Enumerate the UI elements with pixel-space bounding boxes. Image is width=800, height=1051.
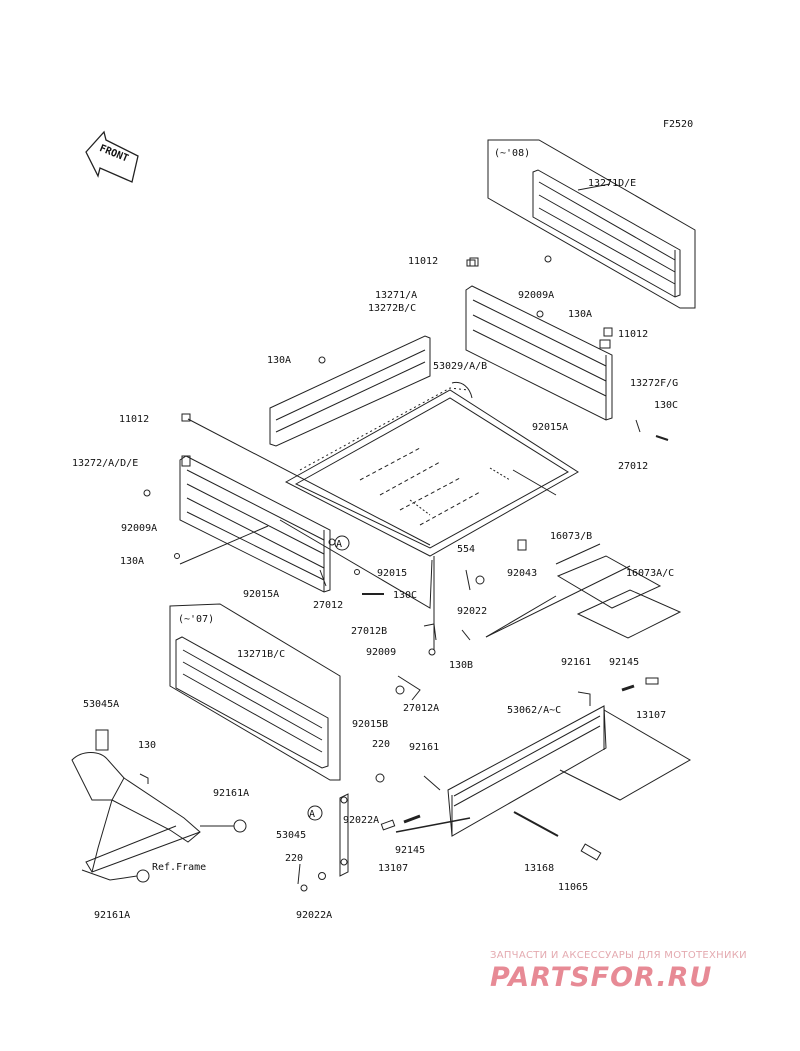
part-label: 11012: [119, 414, 149, 425]
callout-marker-a-lower: [307, 805, 323, 821]
part-label: 27012A: [403, 703, 439, 714]
ref-frame-label: Ref.Frame: [152, 862, 206, 873]
callout-marker-text: A: [309, 809, 315, 820]
callout-marker-text: A: [336, 539, 342, 550]
part-label: 130A: [267, 355, 291, 366]
part-label: 16073A/C: [626, 568, 674, 579]
part-label: 16073/B: [550, 531, 592, 542]
part-label: 13272/A/D/E: [72, 458, 138, 469]
part-label: 11012: [408, 256, 438, 267]
part-label: 13168: [524, 863, 554, 874]
bed-mats-16073: [556, 555, 682, 639]
watermark-tagline: ЗАПЧАСТИ И АКСЕССУАРЫ ДЛЯ МОТОТЕХНИКИ: [490, 950, 747, 961]
part-label: 130C: [393, 590, 417, 601]
part-label: 53029/A/B: [433, 361, 487, 372]
part-label: 130: [138, 740, 156, 751]
part-label: 92009: [366, 647, 396, 658]
part-label: 92161: [409, 742, 439, 753]
part-label: 13107: [378, 863, 408, 874]
part-label: 92022A: [343, 815, 379, 826]
part-label: 11065: [558, 882, 588, 893]
part-label: 92043: [507, 568, 537, 579]
tailgate-13271BC: [175, 636, 329, 769]
part-label: 13271/A: [375, 290, 417, 301]
diagram-code: F2520: [663, 119, 693, 130]
part-label: 13271B/C: [237, 649, 285, 660]
model-range-upper: (~'08): [494, 148, 530, 159]
model-range-box-lower: [169, 603, 341, 781]
part-label: 92145: [395, 845, 425, 856]
front-arrow-icon: [85, 130, 139, 183]
part-label: 130A: [120, 556, 144, 567]
tailgate-13271DE: [532, 169, 681, 298]
part-label: 27012: [618, 461, 648, 472]
part-label: 13272F/G: [630, 378, 678, 389]
front-label: FRONT: [98, 143, 130, 164]
model-range-box-upper: [487, 139, 696, 309]
tailgate-hinge-53062: [380, 677, 692, 861]
part-label: 92009A: [121, 523, 157, 534]
frame-assembly: [71, 729, 247, 883]
part-label: 92015B: [352, 719, 388, 730]
part-label: 13271D/E: [588, 178, 636, 189]
part-label: 92161A: [94, 910, 130, 921]
part-label: 92022: [457, 606, 487, 617]
part-label: 92161: [561, 657, 591, 668]
part-label: 130A: [568, 309, 592, 320]
part-label: 92015: [377, 568, 407, 579]
model-range-lower: (~'07): [178, 614, 214, 625]
side-panel-right: [465, 259, 613, 421]
front-panel-13271A: [269, 335, 431, 447]
part-label: 53045A: [83, 699, 119, 710]
side-panel-left: [179, 455, 331, 593]
part-label: 130C: [654, 400, 678, 411]
cargo-bed-floor: [279, 381, 579, 609]
part-label: 92145: [609, 657, 639, 668]
part-label: 220: [372, 739, 390, 750]
part-label: 13272B/C: [368, 303, 416, 314]
callout-marker-a-upper: [334, 535, 350, 551]
part-label: 53062/A~C: [507, 705, 561, 716]
part-label: 554: [457, 544, 475, 555]
part-label: 92009A: [518, 290, 554, 301]
part-label: 92015A: [532, 422, 568, 433]
part-label: 92022A: [296, 910, 332, 921]
part-label: 92161A: [213, 788, 249, 799]
watermark-logo: PARTSFOR.RU: [490, 962, 713, 993]
part-label: 220: [285, 853, 303, 864]
part-label: 92015A: [243, 589, 279, 600]
hinge-brackets-53045: [297, 773, 385, 892]
hardware-small-parts: [143, 255, 669, 701]
part-label: 11012: [618, 329, 648, 340]
part-label: 27012: [313, 600, 343, 611]
part-label: 27012B: [351, 626, 387, 637]
part-label: 53045: [276, 830, 306, 841]
part-label: 13107: [636, 710, 666, 721]
part-label: 130B: [449, 660, 473, 671]
